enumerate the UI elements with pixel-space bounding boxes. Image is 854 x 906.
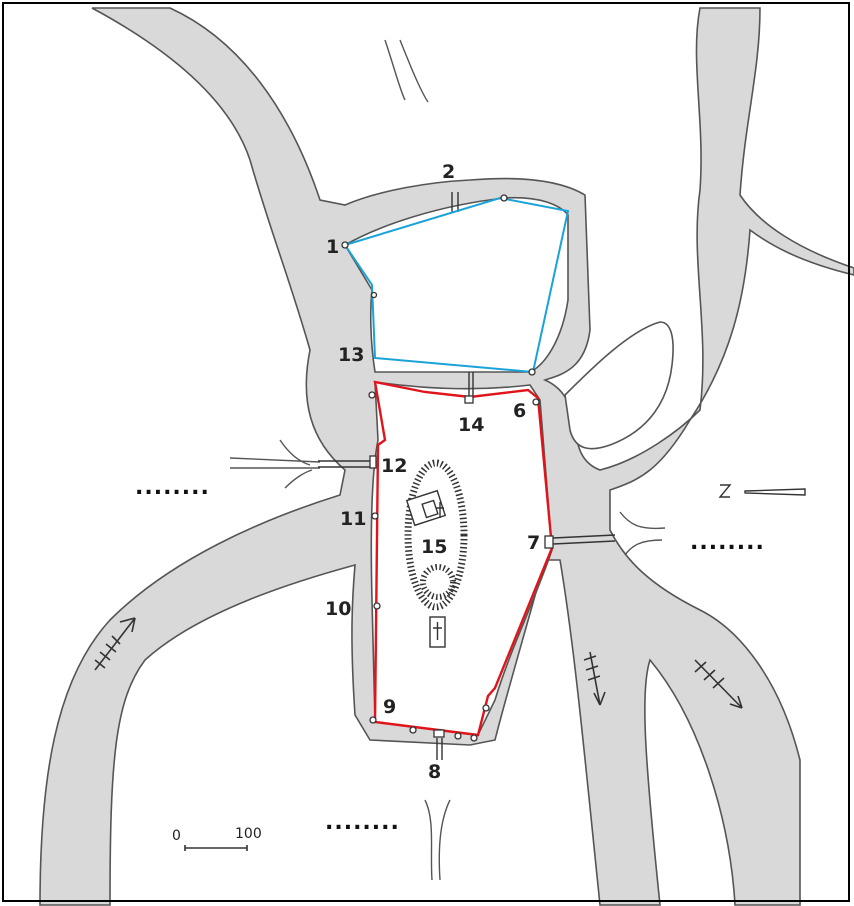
bridges: [318, 192, 616, 760]
tower-8c: [470, 734, 478, 742]
placeholder-south: ........: [325, 810, 400, 835]
label-1: 1: [326, 236, 339, 258]
tower-8-gate: [433, 729, 445, 738]
flow-arrows: [94, 617, 743, 709]
fortress-land-north: [343, 196, 569, 373]
monument-15: [404, 459, 468, 648]
label-8: 8: [428, 761, 441, 783]
bridge-12: [318, 460, 372, 468]
bridge-8: [436, 738, 443, 760]
label-6: 6: [513, 400, 526, 422]
towers: [341, 194, 554, 742]
tower-14: [464, 395, 474, 404]
streams: [229, 39, 666, 881]
tower-11: [371, 512, 379, 520]
hatched-earthwork: [404, 459, 468, 611]
tower-8a: [409, 726, 417, 734]
scale-zero: 0: [172, 828, 181, 844]
tower-west-13: [368, 391, 376, 399]
tower-10: [373, 602, 381, 610]
point-labels: 1 2 13 14 6 12 11 15 7 10 9 8: [325, 161, 540, 783]
stream-left-d: [284, 469, 313, 489]
stream-bottom-a: [424, 799, 433, 881]
bridge-7: [552, 534, 616, 545]
church-icon: [405, 489, 447, 527]
placeholder-west: ........: [135, 475, 210, 500]
tower-6b: [532, 398, 540, 406]
label-7: 7: [527, 532, 540, 554]
fortress-land-south: [370, 381, 553, 736]
stream-top-a: [384, 39, 406, 101]
stream-right-b: [624, 539, 663, 556]
tower-2: [500, 194, 508, 202]
scale-bar: 0 100: [172, 826, 262, 851]
placeholder-east: ........: [690, 530, 765, 555]
tower-8b: [454, 732, 462, 740]
label-11: 11: [340, 508, 366, 530]
label-15: 15: [421, 536, 447, 558]
tower-9: [369, 716, 377, 724]
stream-right-a: [619, 511, 666, 530]
tower-7: [544, 535, 554, 549]
chapel-icon: [429, 616, 446, 648]
stream-top-b: [399, 39, 429, 103]
label-13: 13: [338, 344, 364, 366]
flow-arrow-west-icon: [94, 617, 136, 671]
bridge-14: [468, 372, 474, 398]
stream-left-c: [279, 439, 311, 466]
ring-mound: [420, 564, 456, 600]
tower-12: [369, 455, 377, 469]
tower-west-a: [370, 291, 378, 299]
label-10: 10: [325, 598, 351, 620]
scale-max: 100: [235, 826, 262, 842]
tower-1: [341, 241, 349, 249]
flow-arrow-south-icon: [583, 651, 606, 706]
label-12: 12: [381, 455, 407, 477]
north-arrow-icon: [718, 484, 806, 498]
stream-left-a: [229, 457, 321, 463]
bridge-2: [451, 192, 459, 212]
island-pond: [564, 321, 674, 450]
flow-arrow-southeast-icon: [694, 659, 743, 709]
label-14: 14: [458, 414, 484, 436]
label-9: 9: [383, 696, 396, 718]
tower-6: [528, 368, 536, 376]
river-system: [39, 7, 854, 906]
label-2: 2: [442, 161, 455, 183]
tower-south-east: [482, 704, 490, 712]
stream-bottom-b: [438, 799, 451, 881]
